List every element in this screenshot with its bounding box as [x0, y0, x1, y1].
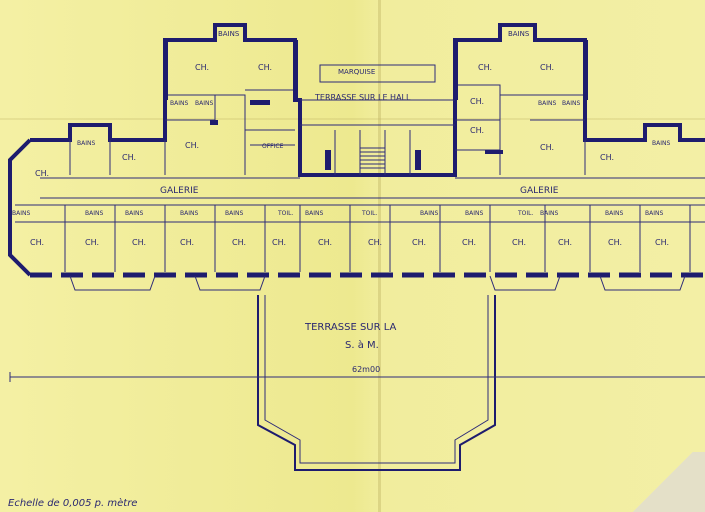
- label-ch-8: CH.: [540, 143, 554, 152]
- label-bains-18: BAINS: [605, 210, 623, 217]
- label-ch-7: CH.: [185, 141, 199, 150]
- scale-caption: Echelle de 0,005 p. mètre: [8, 497, 137, 509]
- label-bains-17: BAINS: [540, 210, 558, 217]
- label-terrasse-hall: TERRASSE SUR LE HALL: [314, 93, 411, 102]
- label-ch-23: CH.: [558, 238, 572, 247]
- label-office: OFFICE: [262, 143, 284, 150]
- label-toil-1: TOIL.: [277, 210, 294, 217]
- label-bains-15: BAINS: [420, 210, 438, 217]
- label-ch-6: CH.: [470, 126, 484, 135]
- label-toil-2: TOIL.: [361, 210, 378, 217]
- label-bains-1: BAINS: [218, 30, 240, 38]
- dimension-label: 62m00: [352, 365, 380, 374]
- label-ch-2: CH.: [258, 63, 272, 72]
- fold-line: [378, 0, 381, 512]
- label-ch-13: CH.: [85, 238, 99, 247]
- paper-corner: [585, 452, 705, 512]
- label-ch-15: CH.: [180, 238, 194, 247]
- label-ch-25: CH.: [655, 238, 669, 247]
- label-bains-11: BAINS: [125, 210, 143, 217]
- label-marquise: MARQUISE: [338, 68, 375, 76]
- label-ch-5: CH.: [470, 97, 484, 106]
- label-ch-19: CH.: [368, 238, 382, 247]
- label-ch-18: CH.: [318, 238, 332, 247]
- label-bains-10: BAINS: [85, 210, 103, 217]
- label-bains-14: BAINS: [305, 210, 323, 217]
- label-ch-4: CH.: [540, 63, 554, 72]
- label-bains-4: BAINS: [195, 100, 213, 107]
- label-ch-3: CH.: [478, 63, 492, 72]
- wall-hatching: [163, 40, 588, 170]
- label-bains-16: BAINS: [465, 210, 483, 217]
- label-ch-14: CH.: [132, 238, 146, 247]
- label-toil-3: TOIL.: [517, 210, 534, 217]
- label-ch-17: CH.: [272, 238, 286, 247]
- label-sam: S. à M.: [345, 339, 379, 351]
- label-ch-10: CH.: [600, 153, 614, 162]
- label-bains-13: BAINS: [225, 210, 243, 217]
- label-bains-3: BAINS: [170, 100, 188, 107]
- label-terrasse-sm: TERRASSE SUR LA: [304, 322, 397, 333]
- label-ch-16: CH.: [232, 238, 246, 247]
- label-bains-12: BAINS: [180, 210, 198, 217]
- label-ch-21: CH.: [462, 238, 476, 247]
- label-ch-1: CH.: [195, 63, 209, 72]
- label-ch-12: CH.: [30, 238, 44, 247]
- label-bains-6: BAINS: [562, 100, 580, 107]
- label-bains-8: BAINS: [652, 140, 670, 147]
- label-galerie-right: GALERIE: [520, 186, 559, 196]
- label-ch-11: CH.: [35, 169, 49, 178]
- label-galerie-left: GALERIE: [160, 186, 199, 196]
- label-ch-9: CH.: [122, 153, 136, 162]
- label-bains-7: BAINS: [77, 140, 95, 147]
- label-bains-2: BAINS: [508, 30, 530, 38]
- fold-line-horizontal: [0, 118, 705, 120]
- label-bains-9: BAINS: [12, 210, 30, 217]
- building-walls: [8, 23, 705, 471]
- label-bains-19: BAINS: [645, 210, 663, 217]
- label-ch-24: CH.: [608, 238, 622, 247]
- room-labels: BAINS BAINS CH. CH. CH. CH. MARQUISE TER…: [8, 30, 670, 509]
- label-bains-5: BAINS: [538, 100, 556, 107]
- label-ch-20: CH.: [412, 238, 426, 247]
- label-ch-22: CH.: [512, 238, 526, 247]
